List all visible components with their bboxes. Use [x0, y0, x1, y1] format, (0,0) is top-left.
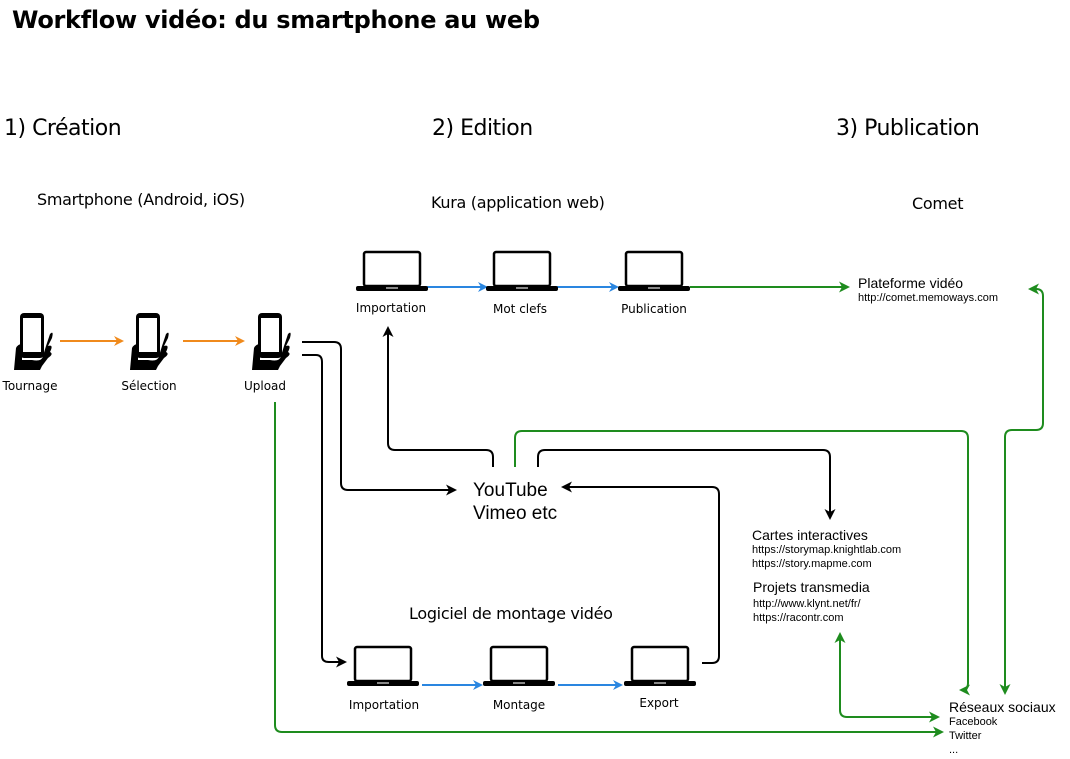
- arrow-upload-montage-import: [302, 354, 347, 668]
- hosting-line1: YouTube: [473, 480, 548, 501]
- cartes-url: https://storymap.knightlab.com: [752, 544, 902, 556]
- arrow-youtube-reseaux: [514, 430, 971, 696]
- plateforme-title: Plateforme vidéo: [858, 275, 964, 291]
- laptop-icon: [486, 250, 558, 291]
- stage-publication-heading: 3) Publication: [836, 116, 980, 141]
- hand-holding-smartphone-icon: [14, 313, 53, 370]
- laptop-icon: [618, 250, 690, 291]
- arrow-upload-youtube: [302, 341, 457, 496]
- arrow-youtube-cartes: [537, 449, 836, 520]
- transmedia-url: http://www.klynt.net/fr/: [753, 598, 861, 610]
- hosting-youtube: YouTube Vimeo etc: [473, 479, 557, 525]
- step-label-tournage: Tournage: [2, 379, 58, 393]
- montage-step-montage: Montage: [492, 698, 546, 712]
- plateforme-url: http://comet.memoways.com: [858, 292, 998, 304]
- stage-publication-subtitle: Comet: [912, 194, 964, 213]
- page-title: Workflow vidéo: du smartphone au web: [12, 6, 540, 34]
- transmedia-block: Projets transmedia http://www.klynt.net/…: [753, 579, 870, 625]
- reseaux-item: Twitter: [949, 730, 982, 742]
- hand-holding-smartphone-icon: [130, 313, 169, 370]
- stage-edition-subtitle: Kura (application web): [431, 193, 605, 212]
- kura-step-mot-clefs: Mot clefs: [492, 302, 547, 316]
- cartes-url: https://story.mapme.com: [752, 558, 872, 570]
- laptop-icon: [624, 645, 696, 686]
- arrow-export-youtube: [561, 481, 720, 664]
- step-label-selection: Sélection: [121, 379, 177, 393]
- reseaux-item: ...: [949, 744, 959, 756]
- kura-step-importation: Importation: [355, 301, 427, 315]
- laptop-icon: [347, 645, 419, 686]
- kura-step-publication: Publication: [621, 302, 687, 316]
- transmedia-url: https://racontr.com: [753, 612, 844, 624]
- cartes-block: Cartes interactives https://storymap.kni…: [752, 527, 901, 571]
- reseaux-item: Facebook: [949, 716, 998, 728]
- arrow-cartes-reseaux: [834, 632, 940, 723]
- laptop-icon: [356, 250, 428, 291]
- hosting-line2: Vimeo etc: [473, 503, 558, 524]
- arrow-upload-reseaux: [274, 402, 944, 738]
- montage-step-importation: Importation: [348, 698, 420, 712]
- step-label-upload: Upload: [243, 379, 287, 393]
- arrow-plateforme-reseaux: [999, 283, 1044, 695]
- transmedia-title: Projets transmedia: [753, 579, 870, 595]
- reseaux-block: Réseaux sociaux Facebook Twitter ...: [949, 699, 1056, 757]
- stage-edition-heading: 2) Edition: [432, 116, 533, 141]
- arrow-youtube-kura-import: [382, 326, 494, 467]
- laptop-icon: [483, 645, 555, 686]
- cartes-title: Cartes interactives: [752, 527, 868, 543]
- plateforme-block: Plateforme vidéo http://comet.memoways.c…: [858, 275, 998, 305]
- reseaux-title: Réseaux sociaux: [949, 699, 1056, 715]
- stage-creation-heading: 1) Création: [4, 116, 122, 141]
- montage-step-export: Export: [639, 696, 679, 710]
- stage-creation-subtitle: Smartphone (Android, iOS): [37, 190, 245, 209]
- montage-title: Logiciel de montage vidéo: [409, 604, 613, 623]
- hand-holding-smartphone-icon: [252, 313, 291, 370]
